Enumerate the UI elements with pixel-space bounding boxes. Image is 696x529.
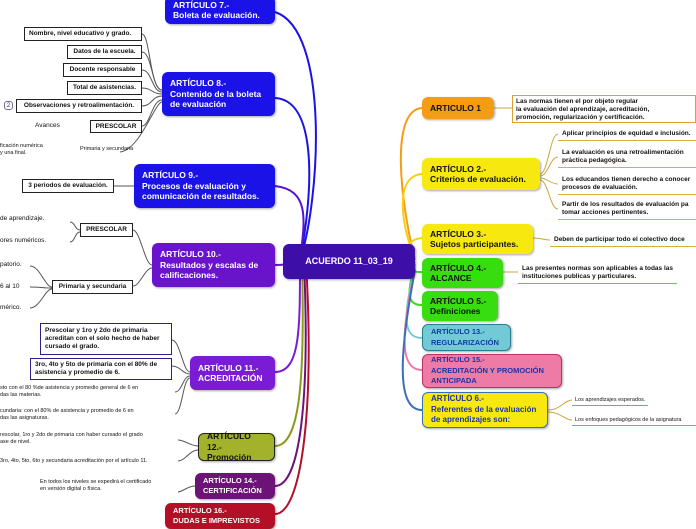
acreditacion-box-1[interactable]: Prescolar y 1ro y 2do de primaria acredi… — [40, 323, 172, 355]
certificacion-note: En todos los niveles se expedirá el cert… — [40, 479, 152, 492]
criterio-4: Partir de los resultados de evaluación p… — [558, 199, 696, 220]
acreditacion-note-2: cundaria: con el 80% de asistencia y pro… — [0, 408, 134, 421]
article-9-node[interactable]: ARTÍCULO 9.- Procesos de evaluación y co… — [134, 164, 275, 208]
criterio-2: La evaluación es una retroalimentación p… — [558, 147, 696, 168]
item-asistencias[interactable]: Total de asistencias. — [67, 81, 142, 95]
item-observaciones[interactable]: Observaciones y retroalimentación. — [16, 99, 142, 113]
item-nombre[interactable]: Nombre, nivel educativo y grado. — [24, 27, 142, 41]
referente-1: Los aprendizajes esperados. — [572, 396, 649, 406]
article-1-node[interactable]: ARTICULO 1 — [422, 97, 494, 119]
periodos-box[interactable]: 3 periodos de evaluación. — [22, 179, 114, 193]
preescolar-box-10[interactable]: PRESCOLAR — [80, 223, 133, 237]
article-1-text: Las normas tienen el por objeto regular … — [512, 95, 696, 123]
note-valores: ores numéricos. — [0, 237, 47, 244]
article-13-node[interactable]: ARTÍCULO 13.- REGULARIZACIÓN — [422, 324, 511, 351]
preescolar-box-8[interactable]: PRESCOLAR — [90, 120, 142, 133]
central-topic[interactable]: ACUERDO 11_03_19 — [283, 244, 415, 279]
note-escala: 6 al 10 — [0, 283, 20, 290]
article-8-node[interactable]: ARTÍCULO 8.- Contenido de la boleta de e… — [162, 72, 275, 116]
article-10-node[interactable]: ARTÍCULO 10.- Resultados y escalas de ca… — [152, 243, 275, 287]
article-12-node[interactable]: ARTÍCULO 12.- Promoción — [198, 431, 275, 462]
article-4-node[interactable]: ARTÍCULO 4.- ALCANCE — [422, 258, 503, 288]
referente-2: Los enfoques pedagógicos de la asignatur… — [572, 416, 696, 426]
promocion-note-1: rescolar, 1ro y 2do de primaria con habe… — [0, 432, 143, 445]
count-badge[interactable]: 2 — [4, 101, 13, 110]
note-obligatorio: patorio. — [0, 261, 22, 268]
acreditacion-box-2[interactable]: 3ro, 4to y 5to de primaria con el 80% de… — [30, 358, 172, 380]
article-4-text: Las presentes normas son aplicables a to… — [518, 263, 678, 284]
promocion-note-2: 3ro, 4to, 5to, 6to y secundaria acredita… — [0, 458, 148, 464]
note-numerico: mérico. — [0, 304, 22, 311]
calificacion-note: ficación numérica y una final. — [0, 143, 43, 156]
article-3-text: Deben de participar todo el colectivo do… — [550, 234, 696, 247]
note-aprendizaje: de aprendizaje. — [0, 215, 45, 222]
primaria-secundaria-label-8: Primaria y secundaria — [80, 146, 134, 152]
article-15-node[interactable]: ARTÍCULO 15.- ACREDITACIÓN Y PROMOCIÓN A… — [422, 354, 562, 388]
article-14-node[interactable]: ARTÍCULO 14.- CERTIFICACIÓN — [195, 473, 275, 499]
item-datos-escuela[interactable]: Datos de la escuela. — [67, 45, 142, 59]
article-7-node[interactable]: ARTÍCULO 7.- Boleta de evaluación. — [165, 0, 275, 24]
article-6-node[interactable]: ARTÍCULO 6.- Referentes de la evaluación… — [422, 392, 548, 428]
article-11-node[interactable]: ARTÍCULO 11.- ACREDITACIÓN — [190, 356, 275, 390]
article-5-node[interactable]: ARTÍCULO 5.- Definiciones — [422, 291, 498, 321]
article-3-node[interactable]: ARTÍCULO 3.- Sujetos participantes. — [422, 224, 533, 254]
criterio-3: Los educandos tienen derecho a conocer p… — [558, 174, 696, 195]
acreditacion-note-1: sto con el 80 %de asistencia y promedio … — [0, 385, 139, 398]
article-16-node[interactable]: ARTÍCULO 16.- DUDAS E IMPREVISTOS — [165, 503, 275, 529]
article-2-node[interactable]: ARTÍCULO 2.- Criterios de evaluación. — [422, 158, 540, 190]
item-docente[interactable]: Docente responsable — [63, 63, 142, 77]
primaria-secundaria-box-10[interactable]: Primaria y secundaria — [52, 280, 133, 294]
avances-label: Avances — [35, 122, 60, 129]
criterio-1: Aplicar principios de equidad e inclusió… — [558, 128, 696, 141]
